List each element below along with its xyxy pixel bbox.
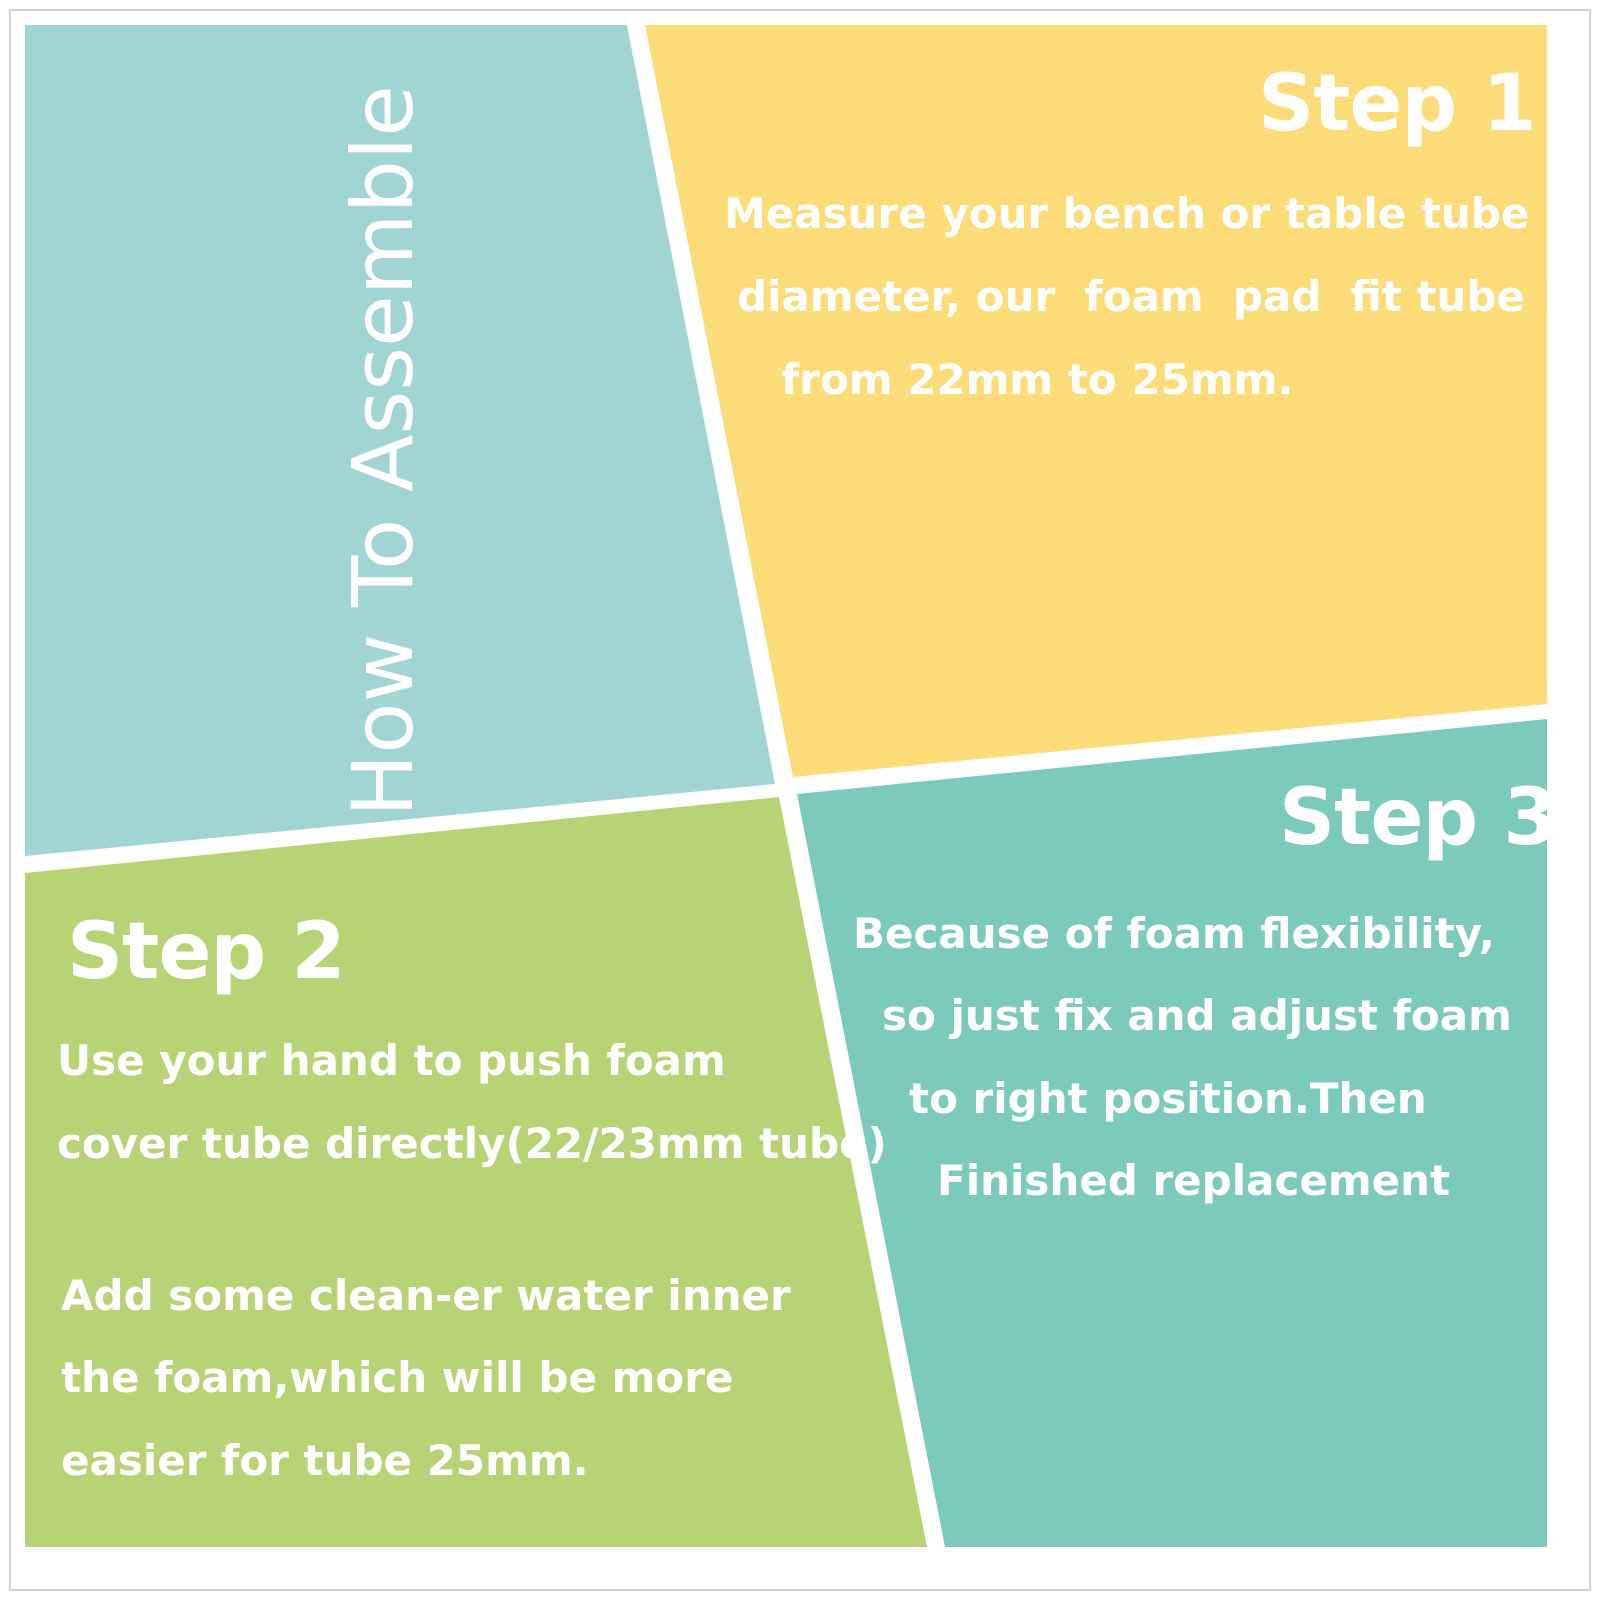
step3-line-4: Finished replacement — [937, 1156, 1451, 1205]
step2-line-2: cover tube directly(22/23mm tube) — [57, 1119, 887, 1168]
step2-title: Step 2 — [67, 907, 346, 997]
panel-background — [25, 25, 1547, 1547]
step2-line-4: the foam,which will be more — [61, 1353, 734, 1402]
step2-line-1: Use your hand to push foam — [57, 1036, 726, 1085]
step3-line-2: so just fix and adjust foam — [882, 991, 1512, 1040]
step2-line-3: Add some clean-er water inner — [61, 1271, 791, 1320]
step1-line-2: diameter, our foam pad fit tube — [737, 272, 1525, 321]
step3-title: Step 3 — [1279, 773, 1558, 863]
step3-line-1: Because of foam flexibility, — [853, 909, 1495, 958]
blue-panel — [25, 25, 775, 856]
yellow-panel — [645, 25, 1547, 777]
green-panel — [25, 797, 927, 1547]
teal-panel — [797, 719, 1547, 1547]
how-to-assemble-heading: How To Assemble — [334, 85, 432, 817]
step1-line-1: Measure your bench or table tube — [724, 189, 1530, 238]
step3-line-3: to right position.Then — [909, 1074, 1427, 1123]
infographic-frame: How To Assemble Step 1 Measure your benc… — [9, 9, 1591, 1591]
step1-title: Step 1 — [1258, 59, 1537, 149]
step1-line-3: from 22mm to 25mm. — [781, 355, 1294, 404]
step2-line-5: easier for tube 25mm. — [61, 1436, 589, 1485]
